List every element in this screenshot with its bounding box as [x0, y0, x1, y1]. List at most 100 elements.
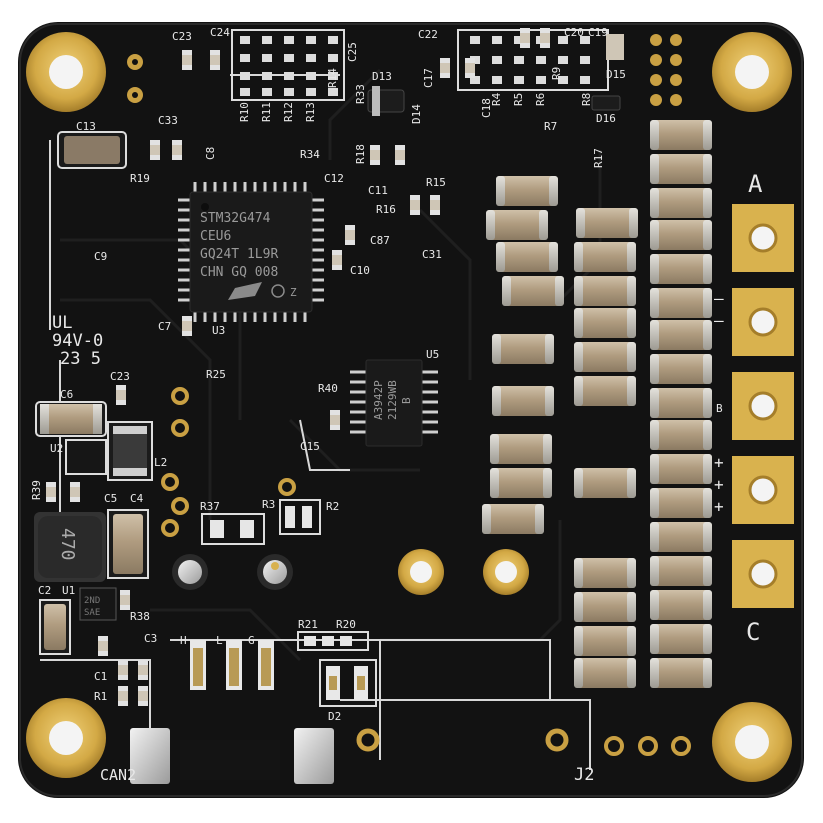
resistor-array-top	[231, 29, 345, 101]
svg-text:U1: U1	[62, 584, 75, 597]
driver-label-line2: 2129WB	[386, 380, 399, 420]
phase-label-c: C	[746, 618, 760, 646]
svg-text:R38: R38	[130, 610, 150, 623]
phase-pads	[732, 204, 794, 608]
mounting-hole-bl	[26, 698, 106, 778]
svg-text:R37: R37	[200, 500, 220, 513]
top-vias	[127, 54, 143, 103]
cert-line2: 94V-0	[52, 331, 103, 351]
svg-text:R9: R9	[550, 67, 563, 80]
svg-text:U3: U3	[212, 324, 225, 337]
can-connector-pins	[190, 640, 274, 690]
capacitor-c6	[35, 401, 107, 437]
svg-text:—: —	[714, 311, 724, 330]
svg-text:C23: C23	[172, 30, 192, 43]
diode-d13	[367, 86, 405, 116]
svg-text:C2: C2	[38, 584, 51, 597]
svg-text:C22: C22	[418, 28, 438, 41]
mcu-label-line2: CEU6	[200, 229, 231, 244]
power-inductor: 470	[34, 512, 106, 582]
mounting-hole-br	[712, 702, 792, 782]
capacitor-bank-col3	[650, 120, 712, 688]
svg-text:C3: C3	[144, 632, 157, 645]
svg-text:R7: R7	[544, 120, 557, 133]
svg-text:R19: R19	[130, 172, 150, 185]
svg-text:D14: D14	[410, 104, 423, 124]
svg-text:R4: R4	[490, 92, 503, 106]
can2-label: CAN2	[100, 766, 136, 784]
svg-text:C1: C1	[94, 670, 107, 683]
svg-text:D13: D13	[372, 70, 392, 83]
svg-text:R13: R13	[304, 102, 317, 122]
svg-text:C31: C31	[422, 248, 442, 261]
svg-text:—: —	[714, 289, 724, 308]
inductor-value: 470	[57, 528, 78, 561]
svg-text:C8: C8	[204, 147, 217, 160]
svg-text:C9: C9	[94, 250, 107, 263]
svg-text:D15: D15	[606, 68, 626, 81]
driver-label-line3: B	[400, 397, 413, 404]
can-connector-tabs	[130, 728, 334, 784]
svg-text:C23: C23	[110, 370, 130, 383]
svg-text:C11: C11	[368, 184, 388, 197]
svg-text:C20: C20	[564, 26, 584, 39]
copper-traces	[60, 68, 602, 662]
svg-text:C7: C7	[158, 320, 171, 333]
svg-text:R25: R25	[206, 368, 226, 381]
designator-labels: C23 C24 C22 C20 C19 D13 D15 D16 C13 C33 …	[38, 26, 626, 723]
j2-connector-holes	[356, 728, 569, 752]
svg-text:R39: R39	[30, 480, 43, 500]
driver-label-line1: A3942P	[372, 380, 385, 420]
svg-text:D2: D2	[328, 710, 341, 723]
solder-post-right	[257, 554, 293, 590]
svg-text:R5: R5	[512, 93, 525, 106]
certification-marking: UL 94V-0 23 5	[52, 313, 103, 369]
via-column	[161, 387, 296, 537]
svg-text:R20: R20	[336, 618, 356, 631]
can-pin-g: G	[248, 634, 255, 647]
svg-text:+: +	[714, 475, 724, 494]
power-pad-2	[483, 549, 529, 595]
svg-text:R1: R1	[94, 690, 107, 703]
mcu-chip: STM32G474 CEU6 GQ24T 1L9R CHN GQ 008 Z	[178, 182, 324, 322]
svg-text:R2: R2	[326, 500, 339, 513]
resistor-r21-r20	[297, 631, 377, 707]
solder-post-left	[172, 554, 208, 590]
bottom-right-vias	[604, 736, 691, 756]
svg-text:R40: R40	[318, 382, 338, 395]
designator-labels-rotated: R10 R11 R12 R13 R14 C25 R33 R18 D14 C8 C…	[30, 42, 605, 500]
svg-text:R15: R15	[426, 176, 446, 189]
resistor-r3-group	[279, 499, 321, 535]
svg-text:C13: C13	[76, 120, 96, 133]
svg-text:R17: R17	[592, 148, 605, 168]
svg-text:SAE: SAE	[84, 608, 100, 618]
inductor-l2	[107, 421, 153, 481]
mcu-label-line1: STM32G474	[200, 211, 271, 226]
svg-text:C19: C19	[588, 26, 608, 39]
svg-text:C18: C18	[480, 98, 493, 118]
cert-line3: 23 5	[60, 349, 101, 369]
can-pin-l: L	[216, 634, 223, 647]
svg-text:R34: R34	[300, 148, 320, 161]
svg-text:R8: R8	[580, 93, 593, 106]
svg-text:R33: R33	[354, 84, 367, 104]
svg-text:U5: U5	[426, 348, 439, 361]
svg-text:R12: R12	[282, 102, 295, 122]
svg-text:C5: C5	[104, 492, 117, 505]
capacitor-c13	[57, 131, 127, 169]
svg-text:C12: C12	[324, 172, 344, 185]
svg-text:D16: D16	[596, 112, 616, 125]
mcu-label-line4: CHN GQ 008	[200, 265, 278, 280]
power-pad-1	[398, 549, 444, 595]
svg-text:R14: R14	[326, 68, 339, 88]
diode-d16	[591, 95, 621, 111]
phase-polarity-marks: — — + + +	[714, 289, 724, 516]
driver-chip: A3942P 2129WB B	[350, 359, 438, 447]
svg-text:R3: R3	[262, 498, 275, 511]
mcu-label-line3: GQ24T 1L9R	[200, 247, 278, 262]
svg-text:R21: R21	[298, 618, 318, 631]
svg-text:C24: C24	[210, 26, 230, 39]
svg-text:C17: C17	[422, 68, 435, 88]
svg-text:C4: C4	[130, 492, 144, 505]
